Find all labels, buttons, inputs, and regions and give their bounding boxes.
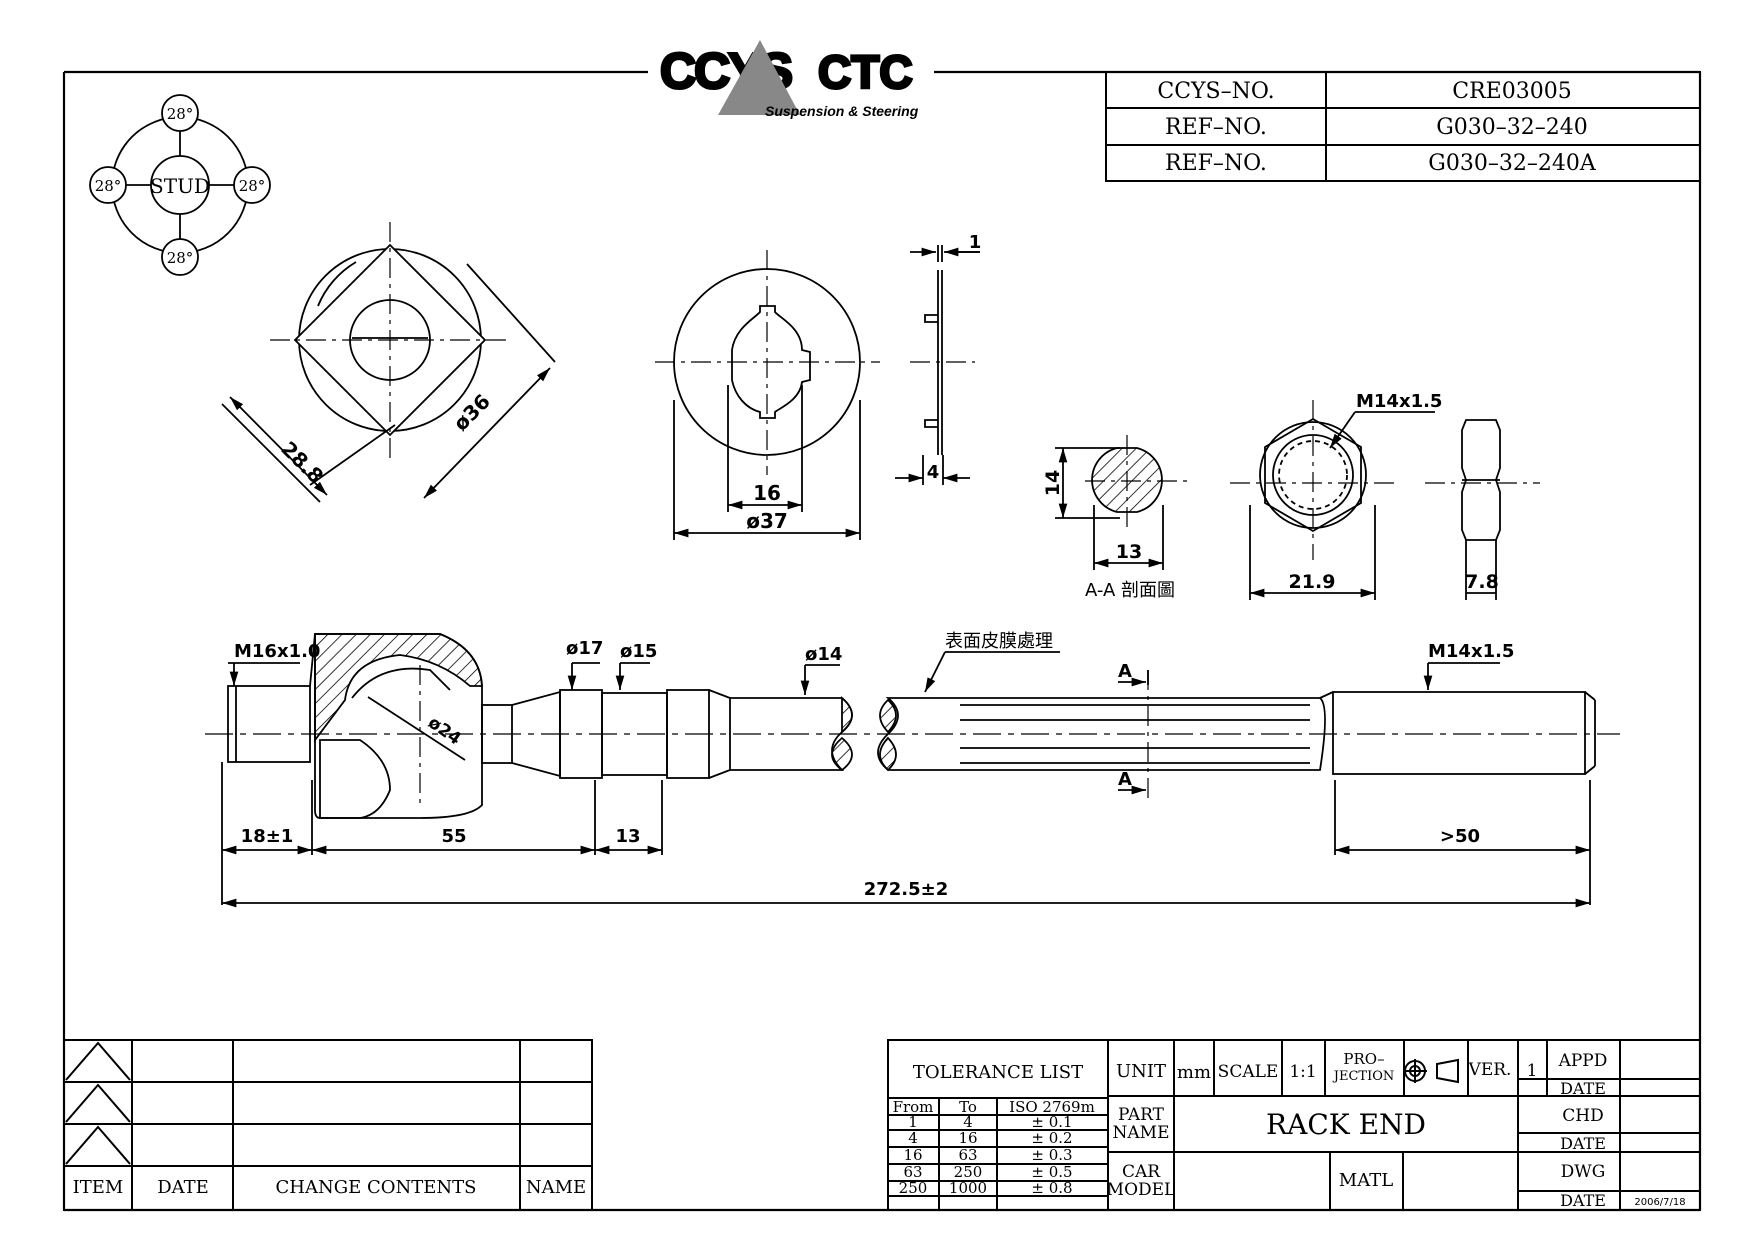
- dim-height-4: 4: [927, 462, 940, 483]
- section-a-a: [1055, 435, 1190, 570]
- rack-end-side-view: [205, 633, 1620, 908]
- thread-left-label: M16x1.0: [234, 641, 320, 662]
- dim-18: 18±1: [241, 826, 294, 847]
- tol-cell: ± 0.8: [1031, 1179, 1072, 1197]
- round-washer-view: [655, 250, 880, 540]
- section-mark-top: A: [1118, 661, 1132, 682]
- tol-header-to: To: [959, 1098, 977, 1116]
- dwg-date: 2006/7/18: [1634, 1197, 1685, 1208]
- logo-tagline: Suspension & Steering: [765, 103, 919, 119]
- rev-header-name: NAME: [526, 1177, 586, 1198]
- logo-ccys: CCYS: [660, 43, 792, 99]
- ref-value: G030–32–240: [1436, 115, 1588, 140]
- rev-header-date: DATE: [157, 1177, 209, 1198]
- tol-header-from: From: [893, 1098, 934, 1116]
- matl-label: MATL: [1339, 1170, 1393, 1191]
- logo-triangle: [718, 40, 800, 115]
- dim-14: 14: [1042, 470, 1064, 496]
- company-logo: CCYS CTC Suspension & Steering: [659, 40, 919, 119]
- part-name-label-2: NAME: [1113, 1123, 1170, 1143]
- stud-angle-top: 28°: [167, 105, 194, 123]
- appd-label: APPD: [1558, 1051, 1608, 1071]
- dim-55: 55: [441, 826, 466, 847]
- dia-15-label: ø15: [620, 641, 657, 662]
- unit-label: UNIT: [1116, 1061, 1166, 1082]
- chd-label: CHD: [1562, 1106, 1603, 1126]
- section-mark-bottom: A: [1118, 769, 1132, 790]
- scale-value: 1:1: [1289, 1062, 1316, 1082]
- ref-value: G030–32–240A: [1428, 151, 1597, 176]
- dim-dia-36: ø36: [449, 389, 495, 435]
- dim-28-8: 28.8: [276, 437, 328, 489]
- part-name-label-1: PART: [1118, 1105, 1165, 1125]
- tolerance-title: TOLERANCE LIST: [913, 1062, 1083, 1083]
- revision-table: [63, 1039, 593, 1211]
- projection-label-1: PRO–: [1343, 1050, 1384, 1068]
- rev-header-contents: CHANGE CONTENTS: [276, 1177, 477, 1198]
- stud-angle-left: 28°: [95, 177, 122, 195]
- dim-50: >50: [1440, 826, 1480, 847]
- dia-17-label: ø17: [566, 638, 603, 659]
- washer-side-view: [895, 245, 980, 485]
- date-label: DATE: [1560, 1191, 1606, 1210]
- stud-angle-right: 28°: [239, 177, 266, 195]
- dim-13: 13: [1116, 541, 1142, 563]
- stud-orientation-diagram: [89, 94, 271, 276]
- tol-cell: 1: [908, 1113, 918, 1131]
- ball-dia-label: ø24: [424, 713, 465, 750]
- tol-cell: 63: [958, 1146, 977, 1164]
- dim-thickness-1: 1: [969, 232, 982, 253]
- tol-cell: ± 0.3: [1031, 1146, 1072, 1164]
- square-washer-view: [221, 222, 556, 503]
- car-model-label-2: MODEL: [1107, 1180, 1176, 1200]
- tol-cell: 1000: [949, 1179, 987, 1197]
- ref-value: CRE03005: [1452, 79, 1571, 104]
- date-label: DATE: [1560, 1134, 1606, 1153]
- tol-cell: 4: [908, 1129, 918, 1147]
- ver-label: VER.: [1468, 1060, 1512, 1080]
- tol-cell: 250: [954, 1163, 983, 1181]
- surface-treatment-note: 表面皮膜處理: [945, 631, 1053, 652]
- ref-label: REF–NO.: [1165, 151, 1267, 176]
- tol-cell: ± 0.2: [1031, 1129, 1072, 1147]
- ref-label: CCYS–NO.: [1157, 79, 1274, 104]
- section-label: A-A 剖面圖: [1085, 580, 1175, 601]
- reference-table: [1105, 71, 1701, 182]
- dwg-label: DWG: [1561, 1162, 1606, 1182]
- dia-14-label: ø14: [805, 644, 842, 665]
- stud-angle-bottom: 28°: [167, 249, 194, 267]
- dim-16: 16: [753, 481, 781, 505]
- title-block: [887, 1039, 1701, 1211]
- tol-cell: 4: [963, 1113, 973, 1131]
- ref-label: REF–NO.: [1165, 115, 1267, 140]
- stud-label: STUD: [150, 174, 210, 198]
- nut-thread-label: M14x1.5: [1356, 391, 1442, 412]
- projection-label-2: JECTION: [1332, 1069, 1395, 1084]
- tol-cell: 250: [899, 1179, 928, 1197]
- hex-nut-side: [1425, 419, 1540, 600]
- hex-nut-front: [1230, 400, 1435, 600]
- logo-ctc: CTC: [818, 46, 913, 98]
- part-name: RACK END: [1266, 1108, 1426, 1141]
- tol-cell: ± 0.5: [1031, 1163, 1072, 1181]
- unit-value: mm: [1177, 1062, 1211, 1083]
- dim-21-9: 21.9: [1289, 571, 1336, 593]
- dim-dia-37: ø37: [746, 509, 788, 533]
- dim-13-neck: 13: [615, 826, 640, 847]
- ver-value: 1: [1527, 1061, 1538, 1081]
- tol-cell: 16: [958, 1129, 977, 1147]
- tol-cell: 16: [903, 1146, 922, 1164]
- rev-header-item: ITEM: [73, 1177, 124, 1198]
- tol-cell: 63: [903, 1163, 922, 1181]
- car-model-label-1: CAR: [1122, 1162, 1161, 1182]
- scale-label: SCALE: [1218, 1062, 1279, 1082]
- tol-header-iso: ISO 2769m: [1009, 1098, 1095, 1116]
- date-label: DATE: [1560, 1079, 1606, 1098]
- dim-total: 272.5±2: [864, 879, 949, 900]
- thread-right-label: M14x1.5: [1428, 641, 1514, 662]
- tol-cell: ± 0.1: [1031, 1113, 1072, 1131]
- dim-7-8: 7.8: [1465, 571, 1499, 593]
